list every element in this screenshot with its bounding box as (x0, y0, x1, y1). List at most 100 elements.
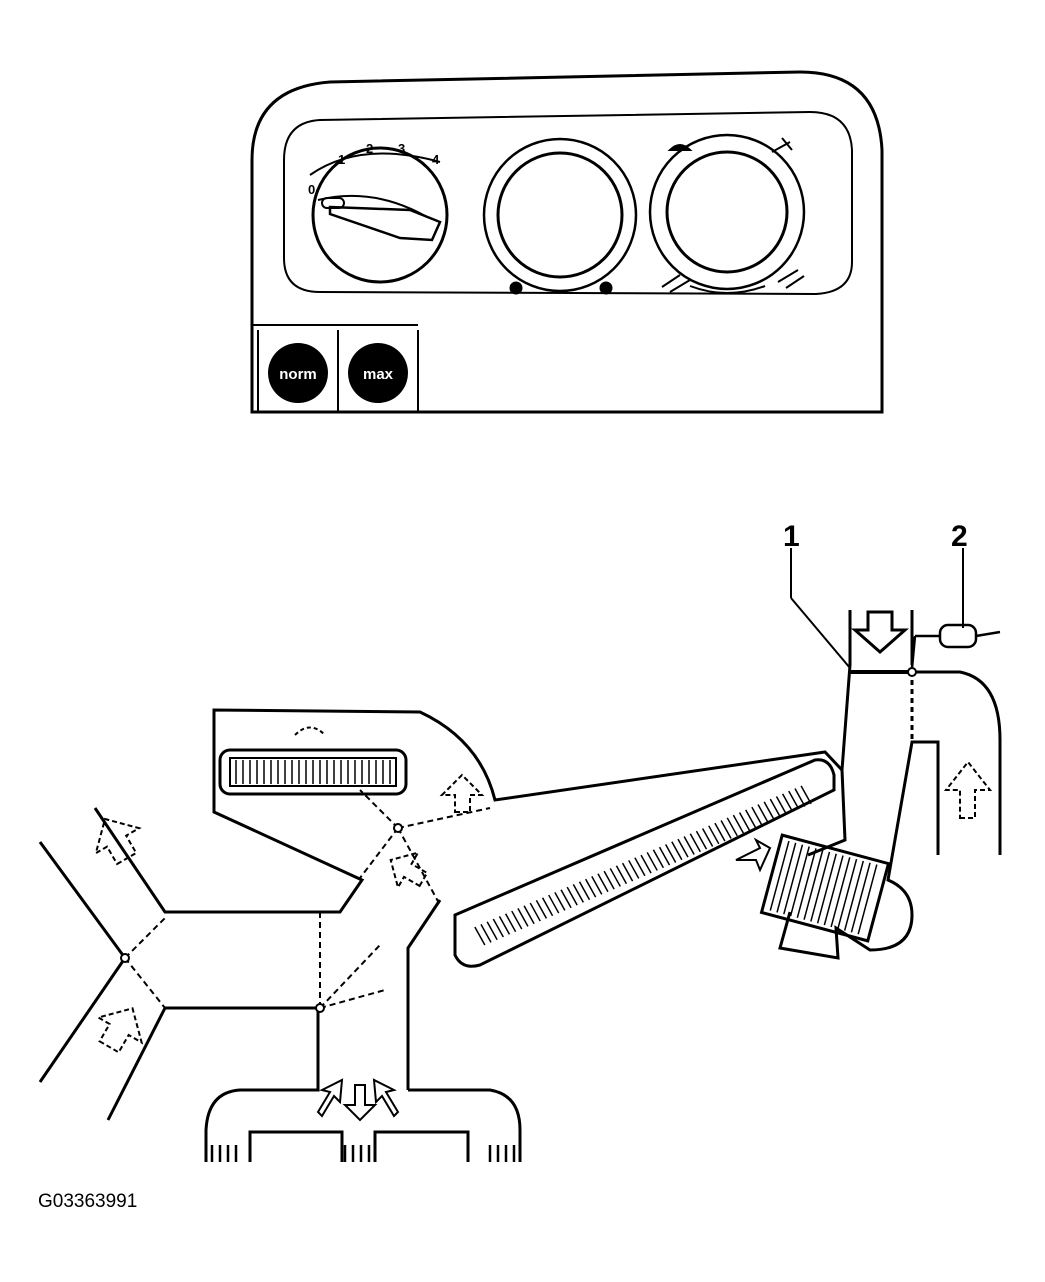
fin (603, 870, 615, 890)
fin (763, 801, 775, 821)
norm-button[interactable]: norm (268, 343, 328, 403)
fan-speed-scale: 0 1 2 3 4 (308, 141, 440, 197)
fin (498, 916, 511, 935)
scale-label-3: 3 (398, 141, 405, 156)
fin (775, 796, 788, 815)
fin (492, 918, 504, 938)
fin (689, 833, 701, 853)
fin (529, 902, 541, 922)
callout-leaders (790, 548, 964, 669)
fin (665, 844, 677, 863)
fin (732, 814, 745, 834)
fin (837, 858, 858, 929)
fin (714, 822, 726, 842)
fin (572, 884, 584, 903)
fin (541, 897, 554, 917)
footwell-defrost-icon (777, 269, 805, 289)
fin (810, 851, 831, 922)
temperature-knob[interactable] (482, 137, 638, 295)
norm-button-label: norm (279, 366, 317, 383)
fin (609, 868, 621, 887)
callout-1: 1 (783, 520, 800, 553)
fin (823, 855, 844, 926)
fin (677, 838, 689, 858)
fin (708, 825, 720, 845)
figure-code: G03363991 (38, 1191, 137, 1212)
fin (830, 857, 851, 928)
fin (646, 852, 658, 871)
windshield-vent (218, 748, 408, 796)
defrost-icon (667, 144, 693, 151)
fin (695, 830, 708, 850)
fin (796, 848, 817, 919)
fin (671, 841, 683, 861)
outlet-grilles (210, 1145, 516, 1162)
fin (788, 790, 800, 810)
control-panel (250, 70, 884, 414)
fin (757, 804, 769, 823)
airflow-arrows (94, 610, 993, 1122)
fin (800, 785, 812, 805)
footwell-icon (661, 274, 691, 293)
fin (511, 910, 523, 930)
scale-label-1: 1 (338, 152, 345, 167)
fin (634, 857, 646, 877)
fin (517, 908, 529, 927)
blower-fan (759, 833, 891, 943)
fin (701, 828, 714, 847)
callout-2: 2 (951, 520, 968, 553)
fin (789, 846, 810, 917)
fin (794, 788, 806, 807)
fin (480, 924, 492, 943)
scale-label-0: 0 (308, 182, 315, 197)
fin (640, 854, 652, 874)
fin (535, 900, 548, 919)
fin (769, 840, 790, 911)
fin (597, 873, 609, 893)
fin (474, 926, 486, 946)
fin (621, 862, 634, 882)
fin (504, 913, 517, 933)
flap-pivots (120, 667, 917, 1013)
fin (652, 849, 665, 869)
fin (486, 921, 498, 941)
fin (554, 892, 566, 911)
fan-speed-knob[interactable] (309, 146, 449, 284)
air-distribution-knob[interactable] (648, 133, 806, 294)
fin (776, 842, 797, 913)
max-button-label: max (363, 366, 394, 383)
fin (523, 905, 535, 925)
upper-vent-icon (771, 137, 793, 153)
fin (850, 862, 871, 933)
duct-outline (38, 610, 1002, 1162)
fin (857, 864, 878, 935)
fin (578, 881, 591, 901)
fin (548, 894, 560, 914)
fin (560, 889, 572, 909)
fin (615, 865, 628, 885)
heater-core (453, 758, 836, 968)
fin (769, 798, 781, 818)
fin (803, 849, 824, 920)
fin (726, 817, 738, 837)
fin (816, 853, 837, 924)
fin (584, 878, 597, 898)
fin (591, 876, 603, 895)
fin (628, 860, 640, 879)
fin (745, 809, 757, 829)
scale-label-2: 2 (366, 141, 373, 156)
fin (720, 820, 732, 839)
fin (683, 836, 695, 855)
fin (843, 860, 865, 931)
distribution-flaps (124, 789, 491, 1009)
fin (783, 844, 804, 915)
fin (781, 793, 794, 813)
fin (658, 846, 671, 866)
vacuum-actuator (910, 623, 1001, 669)
max-button[interactable]: max (348, 343, 408, 403)
scale-label-4: 4 (432, 152, 440, 167)
fin (738, 812, 751, 831)
fin (751, 806, 763, 826)
fin (566, 886, 578, 906)
